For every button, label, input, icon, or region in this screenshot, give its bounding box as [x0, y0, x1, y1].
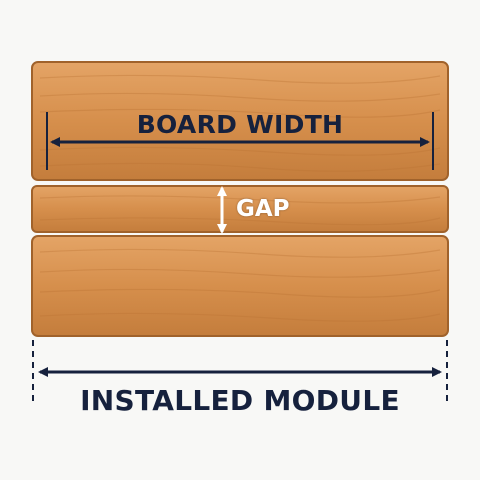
- gap-label: GAP: [236, 196, 290, 222]
- installed-module-label: INSTALLED MODULE: [80, 384, 400, 417]
- middle-board: [31, 185, 449, 233]
- board-width-label: BOARD WIDTH: [136, 110, 344, 139]
- top-board: [31, 61, 449, 181]
- board-width-dimension: [46, 112, 434, 170]
- bottom-board: [31, 235, 449, 337]
- installed-module-dimension: [32, 340, 448, 404]
